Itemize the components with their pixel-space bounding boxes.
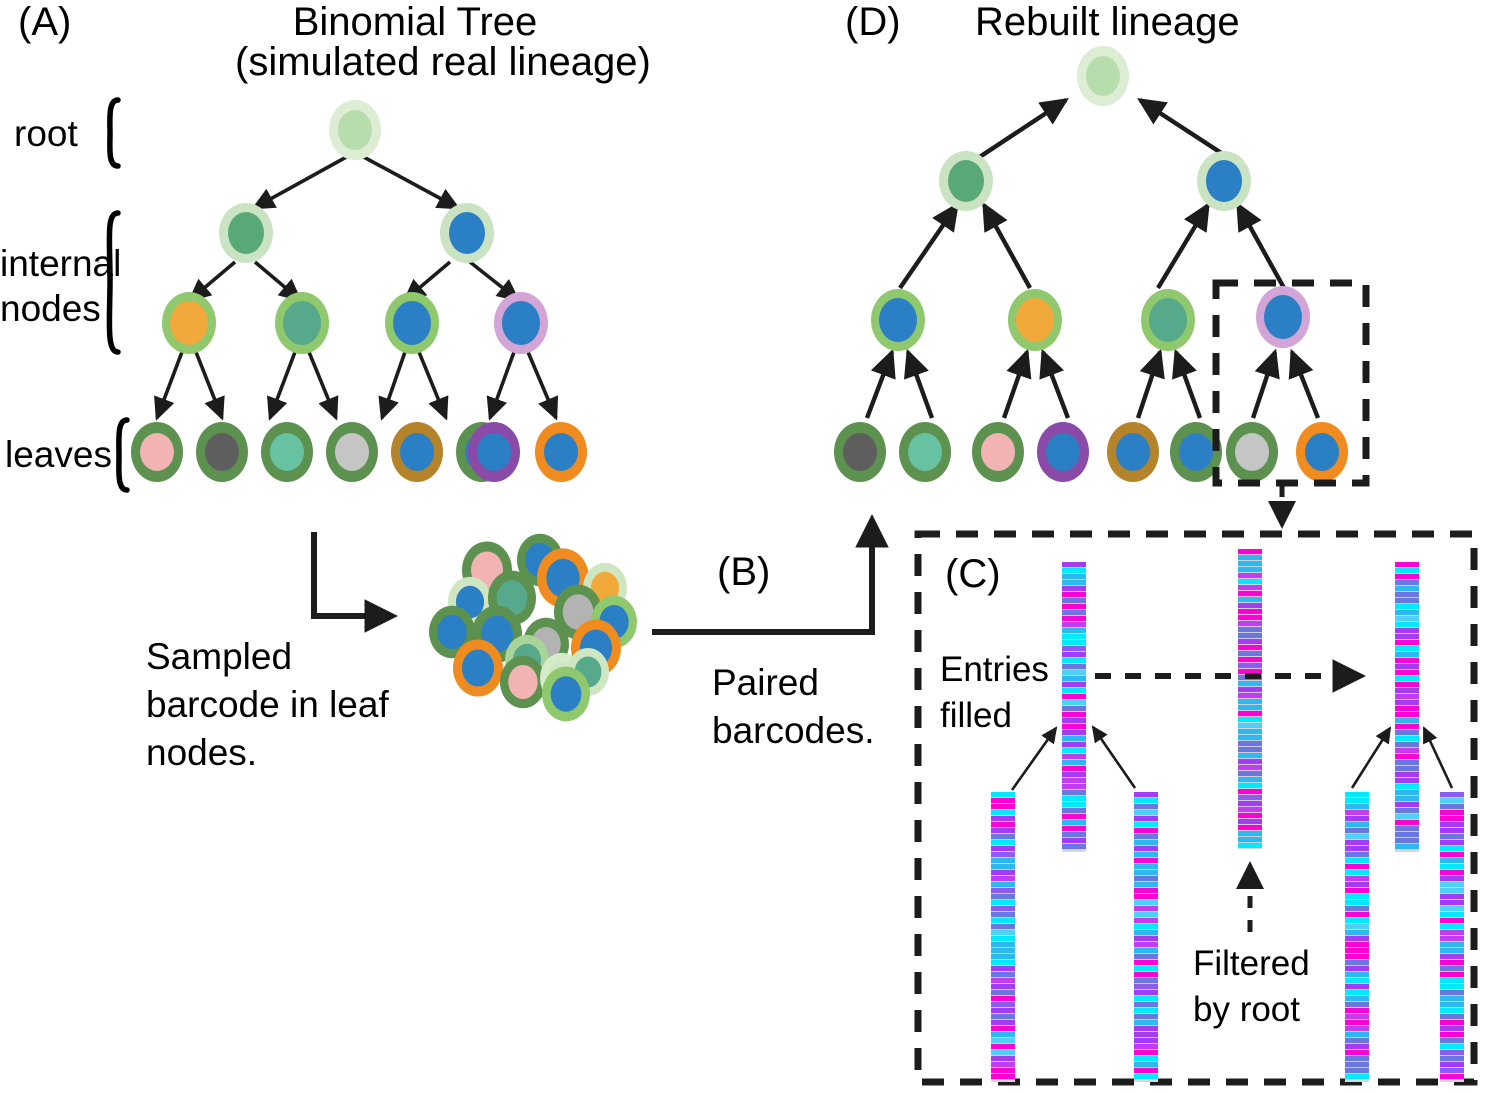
panel-c-fill-arrows xyxy=(1010,725,1454,791)
arrow-sampled-to-cluster xyxy=(311,532,399,633)
panel-d-edges xyxy=(864,98,1321,419)
row-label-leaves: leaves xyxy=(5,434,112,475)
node-root-a xyxy=(329,100,381,160)
panel-c-letter: (C) xyxy=(945,552,1001,596)
leaf-d-0 xyxy=(834,422,886,482)
bracket-internal-nodes xyxy=(106,210,121,355)
leaf-d-7 xyxy=(1296,422,1348,482)
row-label-internal-1: internal xyxy=(0,243,122,284)
leaf-a-1 xyxy=(196,422,248,482)
node-level2-a-1 xyxy=(440,203,494,263)
node-internal-d-1 xyxy=(1008,289,1062,351)
panel-b-letter: (B) xyxy=(717,550,771,594)
leaf-a-6b xyxy=(468,422,520,482)
panel-c-box xyxy=(914,530,1478,1086)
panel-a-nodes xyxy=(131,100,587,482)
node-level2-a-0 xyxy=(219,203,273,263)
label-entries-filled-line1: Entries xyxy=(940,650,1049,689)
leaf-d-2 xyxy=(972,422,1024,482)
label-entries-filled-line2: filled xyxy=(940,696,1012,735)
panel-a-letter: (A) xyxy=(18,0,72,44)
left-parent-barcode xyxy=(1062,562,1086,852)
row-label-internal-2: nodes xyxy=(0,288,101,329)
panel-d-letter: (D) xyxy=(845,0,901,44)
node-internal-d-0 xyxy=(871,289,925,351)
row-label-root: root xyxy=(14,113,78,154)
node-internal-a-1 xyxy=(275,292,329,354)
leaf-a-4 xyxy=(391,422,443,482)
panel-a-title-line1: Binomial Tree xyxy=(292,0,538,44)
leaf-d-3 xyxy=(1037,422,1089,482)
panel-d-highlight-box xyxy=(1212,279,1370,487)
bracket-root xyxy=(107,97,121,169)
node-internal-d-3 xyxy=(1256,286,1310,348)
cluster-cell xyxy=(453,639,503,697)
cluster-cell xyxy=(542,666,590,722)
right-leaf-barcode-1 xyxy=(1345,792,1369,1082)
node-internal-a-0 xyxy=(162,292,216,354)
leaf-d-6 xyxy=(1226,422,1278,482)
panel-c-barcodes xyxy=(991,549,1464,1082)
caption-paired-line1: Paired xyxy=(712,662,819,703)
panel-a-edges xyxy=(154,153,559,421)
label-filtered-by-root-line1: Filtered xyxy=(1193,944,1310,983)
node-internal-a-2 xyxy=(385,292,439,354)
panel-d-nodes xyxy=(834,46,1348,482)
leaf-a-7 xyxy=(535,422,587,482)
node-level2-d-0 xyxy=(939,151,993,211)
node-internal-d-2 xyxy=(1141,289,1195,351)
node-level2-d-1 xyxy=(1197,151,1251,211)
left-leaf-barcode-2 xyxy=(1134,792,1158,1082)
arrow-paired-barcodes-to-rebuilt xyxy=(652,513,889,635)
right-leaf-barcode-2 xyxy=(1440,792,1464,1082)
leaf-a-3 xyxy=(326,422,378,482)
caption-sampled-line1: Sampled xyxy=(146,636,293,677)
caption-sampled-line2: barcode in leaf xyxy=(146,684,389,725)
root-filtered-barcode xyxy=(1238,549,1262,849)
leaf-a-0 xyxy=(131,422,183,482)
leaf-d-5 xyxy=(1170,422,1222,482)
caption-sampled-line3: nodes. xyxy=(146,732,258,773)
cluster-cell xyxy=(500,655,546,709)
cell-cluster xyxy=(429,533,637,722)
leaf-a-2 xyxy=(261,422,313,482)
node-internal-a-3 xyxy=(494,292,548,354)
panel-d-title: Rebuilt lineage xyxy=(975,0,1240,44)
label-filtered-by-root-line2: by root xyxy=(1193,990,1300,1029)
caption-paired-line2: barcodes. xyxy=(712,710,875,751)
leaf-d-1 xyxy=(899,422,951,482)
left-leaf-barcode-1 xyxy=(991,792,1015,1082)
right-parent-barcode xyxy=(1395,562,1419,852)
bracket-leaves xyxy=(116,417,130,493)
node-root-d xyxy=(1077,46,1129,106)
leaf-d-4 xyxy=(1107,422,1159,482)
